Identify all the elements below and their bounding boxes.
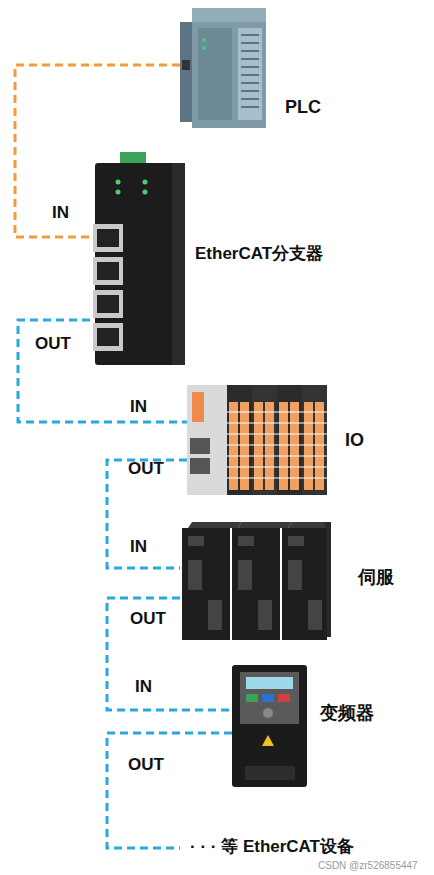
port-label: OUT bbox=[128, 755, 164, 775]
bus-cable bbox=[107, 598, 232, 710]
switch-illustration bbox=[93, 152, 185, 365]
port-label: OUT bbox=[128, 459, 164, 479]
bus-cable bbox=[18, 320, 187, 422]
device-node: 伺服 bbox=[180, 525, 330, 643]
device-node: IO bbox=[187, 385, 332, 495]
device-node: 变频器 bbox=[232, 665, 307, 785]
continuation-note: · · · 等 EtherCAT设备 bbox=[190, 837, 354, 857]
device-label: EtherCAT分支器 bbox=[195, 244, 323, 264]
port-label: IN bbox=[130, 537, 147, 557]
device-label: 伺服 bbox=[358, 567, 394, 589]
device-label: 变频器 bbox=[320, 703, 374, 725]
port-label: IN bbox=[52, 203, 69, 223]
port-label: OUT bbox=[130, 609, 166, 629]
bus-cable bbox=[107, 460, 187, 568]
port-label: IN bbox=[135, 677, 152, 697]
port-label: OUT bbox=[35, 334, 71, 354]
bus-wire bbox=[107, 733, 232, 848]
device-label: IO bbox=[345, 430, 364, 452]
servo-illustration bbox=[182, 522, 331, 640]
device-node: EtherCAT分支器 bbox=[90, 155, 185, 365]
watermark: CSDN @zr526855447 bbox=[318, 860, 418, 872]
bus-cable bbox=[15, 65, 180, 237]
device-node: PLC bbox=[180, 5, 268, 130]
device-label: PLC bbox=[285, 97, 321, 119]
plc-illustration bbox=[180, 8, 266, 128]
vfd-illustration bbox=[232, 665, 307, 787]
port-label: IN bbox=[130, 397, 147, 417]
io-illustration bbox=[187, 385, 327, 495]
